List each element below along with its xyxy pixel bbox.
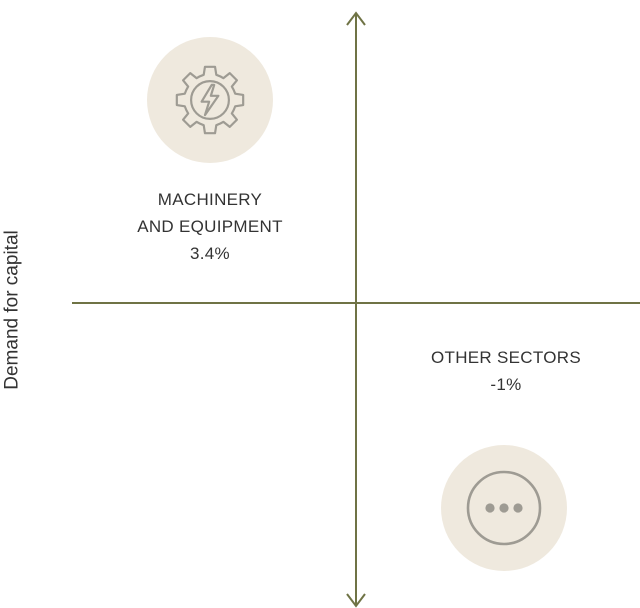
up-arrow-icon: [346, 11, 366, 26]
machinery-icon-circle: [147, 37, 273, 163]
other-sectors-icon-circle: [441, 445, 567, 571]
down-arrow-icon: [346, 593, 366, 608]
other-sectors-name: OTHER SECTORS: [431, 348, 581, 367]
y-axis-label: Demand for capital: [0, 195, 26, 425]
y-axis-label-text: Demand for capital: [2, 230, 23, 390]
machinery-label: MACHINERY AND EQUIPMENT 3.4%: [92, 186, 328, 267]
machinery-name-line2: AND EQUIPMENT: [137, 217, 283, 236]
ellipsis-icon: [466, 470, 542, 546]
other-sectors-label: OTHER SECTORS -1%: [390, 344, 622, 398]
machinery-value: 3.4%: [190, 244, 230, 263]
machinery-name-line1: MACHINERY: [157, 190, 263, 209]
gear-lightning-icon: [175, 65, 245, 135]
other-sectors-value: -1%: [490, 375, 522, 394]
